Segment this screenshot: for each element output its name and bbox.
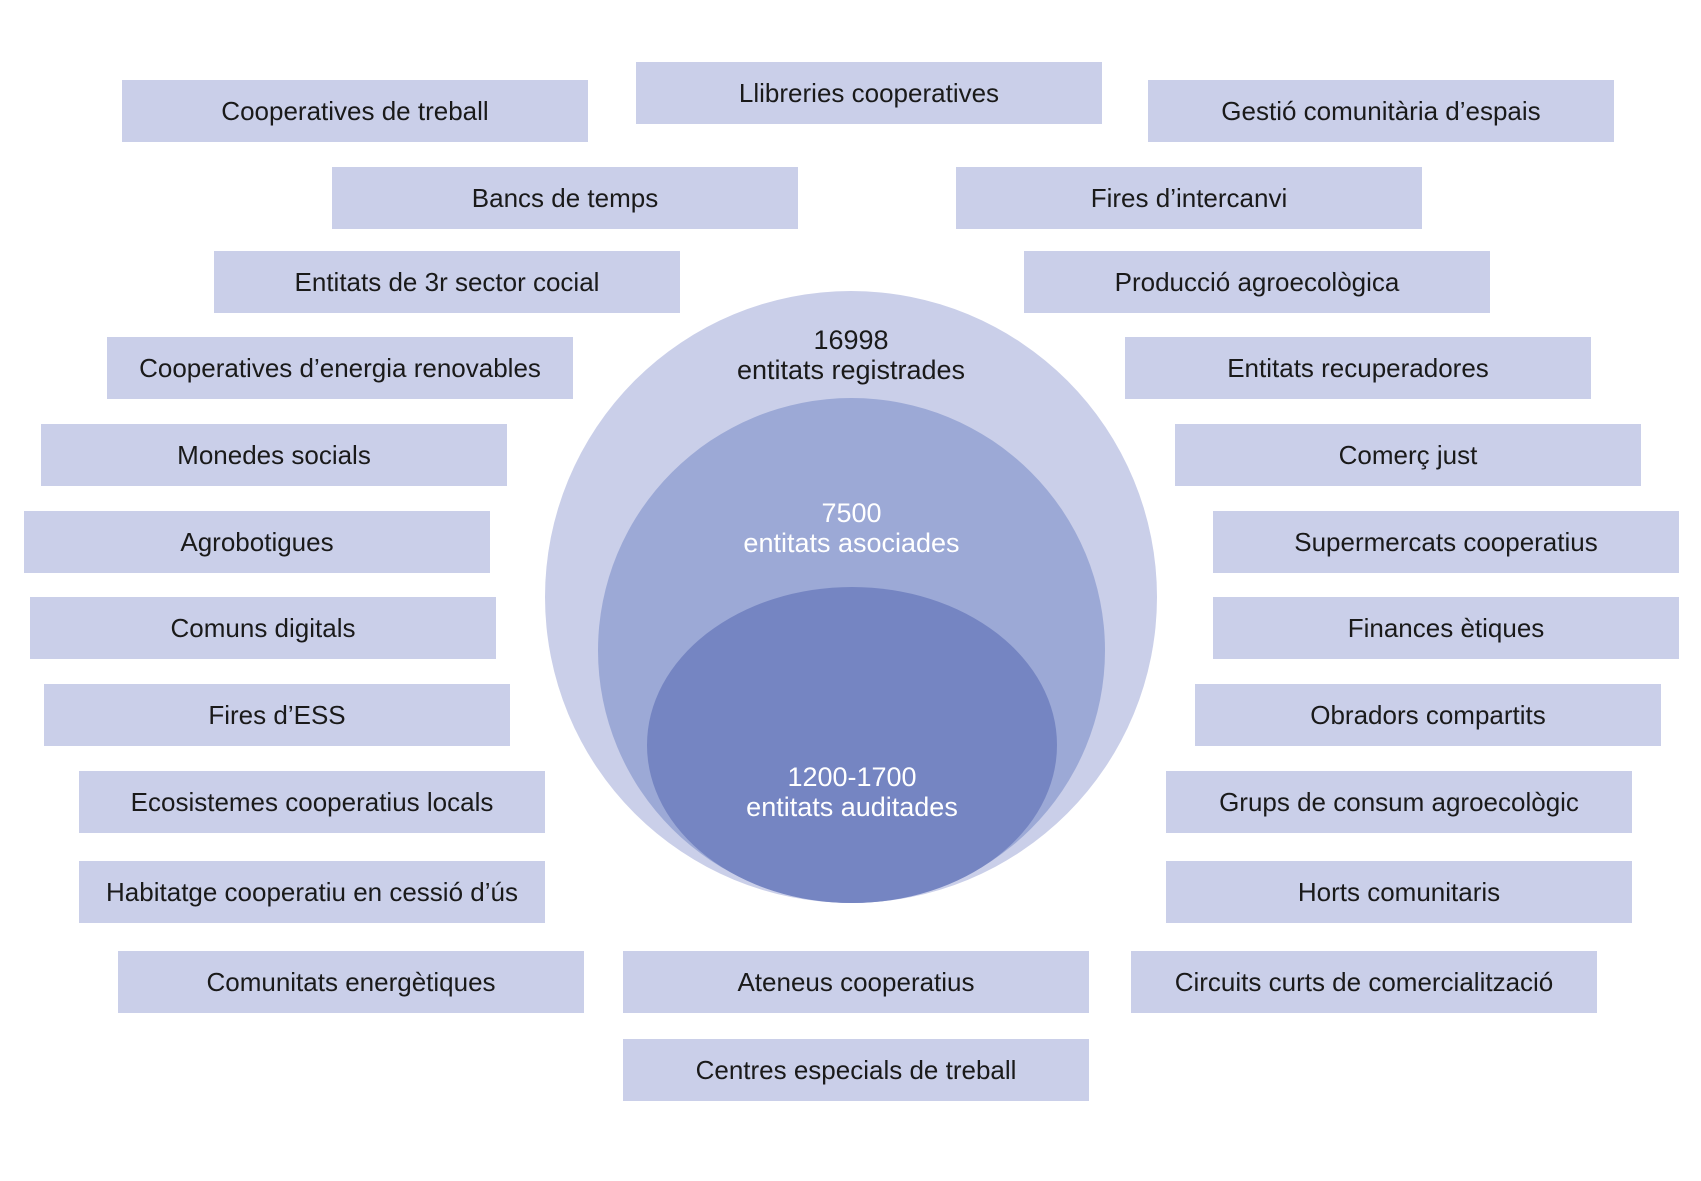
category-box: Comunitats energètiques — [118, 951, 584, 1013]
associated-entities-text: entitats asociades — [743, 528, 960, 558]
category-box: Cooperatives d’energia renovables — [107, 337, 573, 399]
category-box: Gestió comunitària d’espais — [1148, 80, 1614, 142]
registered-entities-text: entitats registrades — [736, 355, 966, 385]
registered-entities-count: 16998 — [813, 325, 889, 355]
category-box: Horts comunitaris — [1166, 861, 1632, 923]
audited-entities-count: 1200-1700 — [787, 762, 917, 792]
associated-entities-label: 7500 entitats asociades — [598, 498, 1105, 558]
category-box: Cooperatives de treball — [122, 80, 588, 142]
category-box: Finances ètiques — [1213, 597, 1679, 659]
audited-entities-text: entitats auditades — [746, 792, 958, 822]
category-box: Llibreries cooperatives — [636, 62, 1102, 124]
category-box: Centres especials de treball — [623, 1039, 1089, 1101]
category-box: Comerç just — [1175, 424, 1641, 486]
category-box: Supermercats cooperatius — [1213, 511, 1679, 573]
category-box: Entitats recuperadores — [1125, 337, 1591, 399]
category-box: Entitats de 3r sector cocial — [214, 251, 680, 313]
category-box: Fires d’ESS — [44, 684, 510, 746]
category-box: Bancs de temps — [332, 167, 798, 229]
category-box: Ateneus cooperatius — [623, 951, 1089, 1013]
category-box: Comuns digitals — [30, 597, 496, 659]
category-box: Fires d’intercanvi — [956, 167, 1422, 229]
associated-entities-count: 7500 — [821, 498, 882, 528]
category-box: Habitatge cooperatiu en cessió d’ús — [79, 861, 545, 923]
registered-entities-label: 16998 entitats registrades — [545, 325, 1157, 385]
category-box: Circuits curts de comercialització — [1131, 951, 1597, 1013]
category-box: Producció agroecològica — [1024, 251, 1490, 313]
audited-entities-circle: 1200-1700 entitats auditades — [647, 587, 1057, 903]
category-box: Agrobotigues — [24, 511, 490, 573]
category-box: Obradors compartits — [1195, 684, 1661, 746]
category-box: Monedes socials — [41, 424, 507, 486]
category-box: Grups de consum agroecològic — [1166, 771, 1632, 833]
audited-entities-label: 1200-1700 entitats auditades — [647, 762, 1057, 822]
category-box: Ecosistemes cooperatius locals — [79, 771, 545, 833]
